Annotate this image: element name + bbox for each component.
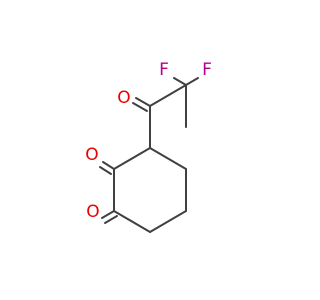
bond-carbonyl-o-2 [132,102,148,112]
bond-c5-o-lower-2 [104,215,118,224]
bond-carbonyl-o-1 [135,97,151,107]
bond-ring-c1-c2 [149,147,187,170]
bond-ring-c4-c5 [113,210,151,233]
bonds [99,77,199,233]
atom-fluorine-upper: F [159,60,169,80]
bond-ring-c6-c1 [113,147,151,170]
bond-c6-o-upper-1 [102,161,115,170]
atom-labels: F F O O O [85,60,212,222]
bond-c6-o-upper-2 [99,166,112,175]
bond-cf2-f-upper [173,77,187,86]
atom-fluorine-right: F [202,60,212,80]
atom-oxygen-carbonyl: O [117,88,130,108]
atom-oxygen-lower-ketone: O [86,202,99,222]
bond-c5-o-lower-1 [101,210,115,219]
bond-cf2-f-right [185,77,199,86]
bond-carbonyl-cf2 [149,84,187,107]
bond-ring-c3-c4 [149,210,187,233]
molecule-structure: F F O O O [85,60,212,233]
atom-oxygen-upper-ketone: O [85,145,98,165]
